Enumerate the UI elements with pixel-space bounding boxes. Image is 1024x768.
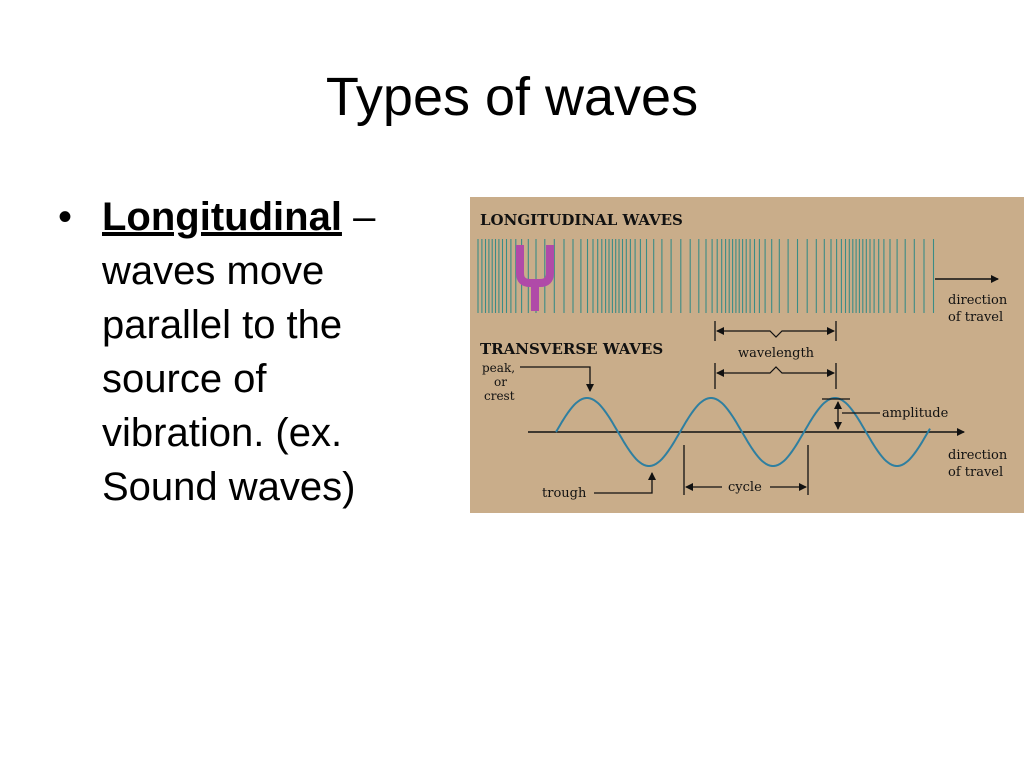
wavelength-label: wavelength: [738, 346, 815, 361]
peak-label-3: crest: [484, 389, 515, 403]
wavelength-top-brace: [716, 327, 835, 338]
compression-lines: [477, 239, 935, 313]
amplitude-label: amplitude: [882, 406, 949, 421]
peak-label-1: peak,: [482, 361, 515, 375]
direction-label-bottom-1: direction: [948, 448, 1008, 463]
wave-types-figure: LONGITUDINAL WAVES direction of travel w…: [470, 197, 1024, 513]
trough-label: trough: [542, 486, 587, 501]
trough-pointer: [594, 472, 656, 494]
bullet-dash: –: [341, 195, 376, 239]
peak-label-2: or: [494, 375, 507, 389]
bullet-term: Longitudinal: [102, 195, 342, 239]
bullet-line: waves move: [102, 249, 325, 293]
transverse-header: TRANSVERSE WAVES: [480, 340, 663, 358]
bullet-first-line: Longitudinal –: [102, 190, 462, 244]
wavelength-mid-brace: [716, 366, 835, 377]
direction-label-top-2: of travel: [948, 310, 1003, 325]
bullet-line: Sound waves): [102, 465, 356, 509]
figure-background: [470, 197, 1024, 513]
peak-pointer: [520, 366, 594, 392]
transverse-wave: [555, 397, 931, 467]
bullet-line: source of: [102, 357, 267, 401]
cycle-label: cycle: [728, 480, 762, 495]
bullet-dot: •: [58, 195, 73, 239]
bullet-line: parallel to the: [102, 303, 343, 347]
direction-label-bottom-2: of travel: [948, 465, 1003, 480]
longitudinal-header: LONGITUDINAL WAVES: [480, 211, 683, 229]
slide-title: Types of waves: [325, 67, 699, 127]
bullet-text: Longitudinal – waves move parallel to th…: [102, 190, 462, 514]
direction-label-top-1: direction: [948, 293, 1008, 308]
tuning-fork-icon: [516, 245, 554, 311]
bullet-line: vibration. (ex.: [102, 411, 343, 455]
wave-diagram: LONGITUDINAL WAVES direction of travel w…: [470, 197, 1024, 513]
